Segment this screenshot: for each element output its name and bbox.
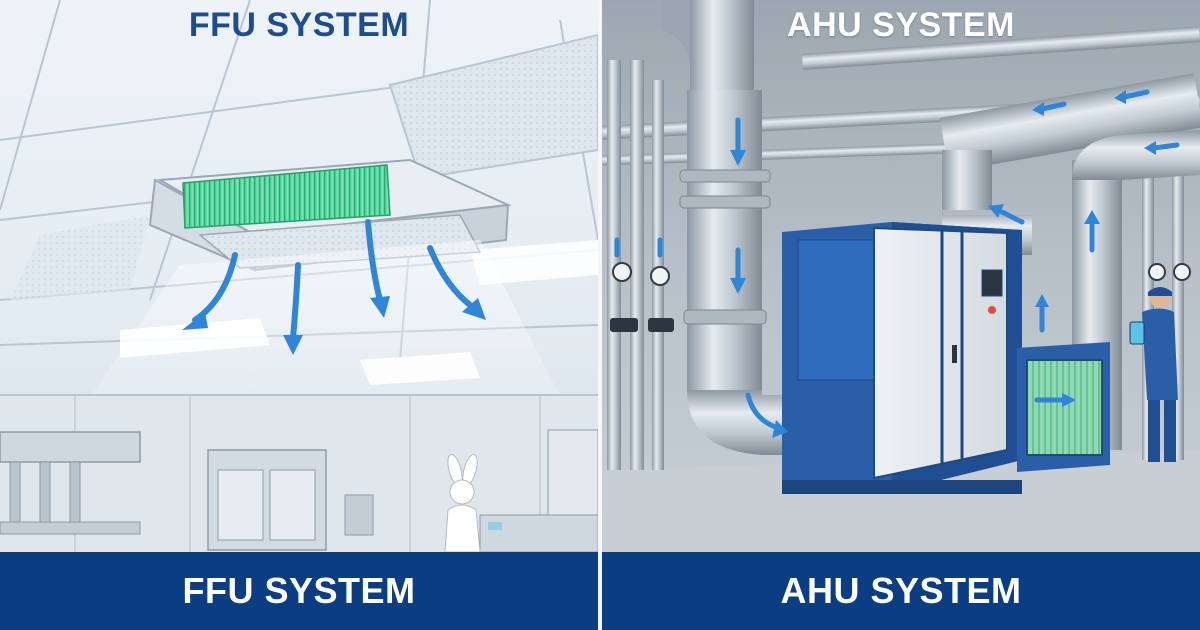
ahu-banner: AHU SYSTEM xyxy=(602,552,1200,630)
ffu-panel: FFU SYSTEM FFU SYSTEM xyxy=(0,0,598,630)
lab-equipment xyxy=(0,429,598,553)
ahu-mechanical-room-illustration xyxy=(602,0,1200,552)
airflow-arrowheads xyxy=(730,90,1156,438)
ffu-top-title: FFU SYSTEM xyxy=(188,6,410,44)
airflow-arrow-icon xyxy=(614,89,1180,431)
ffu-banner: FFU SYSTEM xyxy=(0,552,598,630)
ahu-top-title: AHU SYSTEM xyxy=(787,6,1015,44)
ahu-unit xyxy=(782,222,1022,494)
hepa-filter xyxy=(182,164,391,229)
technician xyxy=(1129,287,1178,462)
ahu-panel: AHU SYSTEM AHU SYSTEM xyxy=(602,0,1200,630)
ffu-banner-label: FFU SYSTEM xyxy=(182,570,416,611)
cleanroom-worker xyxy=(444,453,502,553)
ffu-cleanroom-illustration xyxy=(0,0,598,553)
panel-divider xyxy=(598,0,602,630)
valve-icon xyxy=(610,318,674,332)
airflow-arrowheads xyxy=(182,296,486,355)
filter-box xyxy=(1017,342,1110,472)
ahu-banner-label: AHU SYSTEM xyxy=(780,570,1022,611)
pressure-gauge-icon xyxy=(612,262,1191,286)
ceiling-mesh-panel xyxy=(388,33,598,180)
